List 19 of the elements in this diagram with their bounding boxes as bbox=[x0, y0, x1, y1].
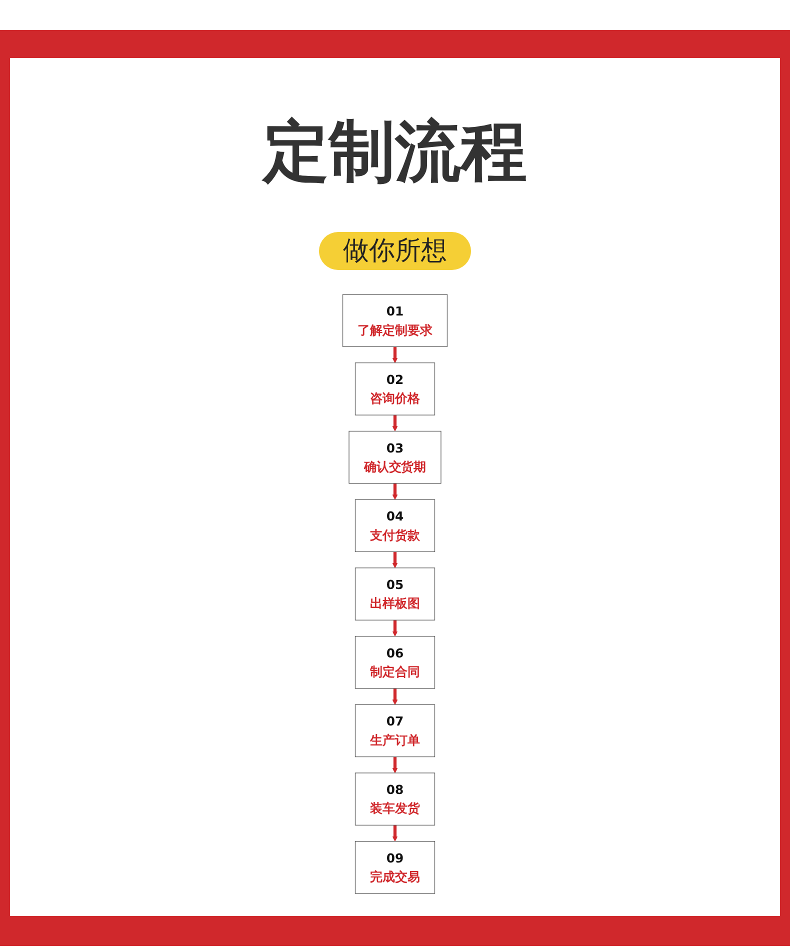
node-box: 01 了解定制要求 bbox=[342, 294, 448, 347]
subtitle-pill: 做你所想 bbox=[319, 232, 471, 270]
node-box: 05 出样板图 bbox=[354, 568, 436, 620]
arrow bbox=[392, 756, 398, 774]
node-box: 04 支付货款 bbox=[354, 499, 436, 552]
node-box: 02 咨询价格 bbox=[354, 362, 436, 416]
arrow bbox=[392, 824, 398, 842]
arrow bbox=[392, 346, 398, 364]
arrow bbox=[392, 688, 398, 705]
node-box: 08 装车发货 bbox=[354, 772, 436, 826]
arrow bbox=[392, 483, 398, 500]
arrow bbox=[392, 620, 398, 636]
arrow bbox=[392, 552, 398, 568]
node-box: 06 制定合同 bbox=[354, 636, 436, 689]
arrow bbox=[392, 414, 398, 432]
title: 定制流程 bbox=[260, 112, 528, 192]
node-box: 03 确认交货期 bbox=[348, 430, 442, 484]
node-box: 07 生产订单 bbox=[354, 704, 436, 758]
node-box: 09 完成交易 bbox=[354, 841, 436, 894]
